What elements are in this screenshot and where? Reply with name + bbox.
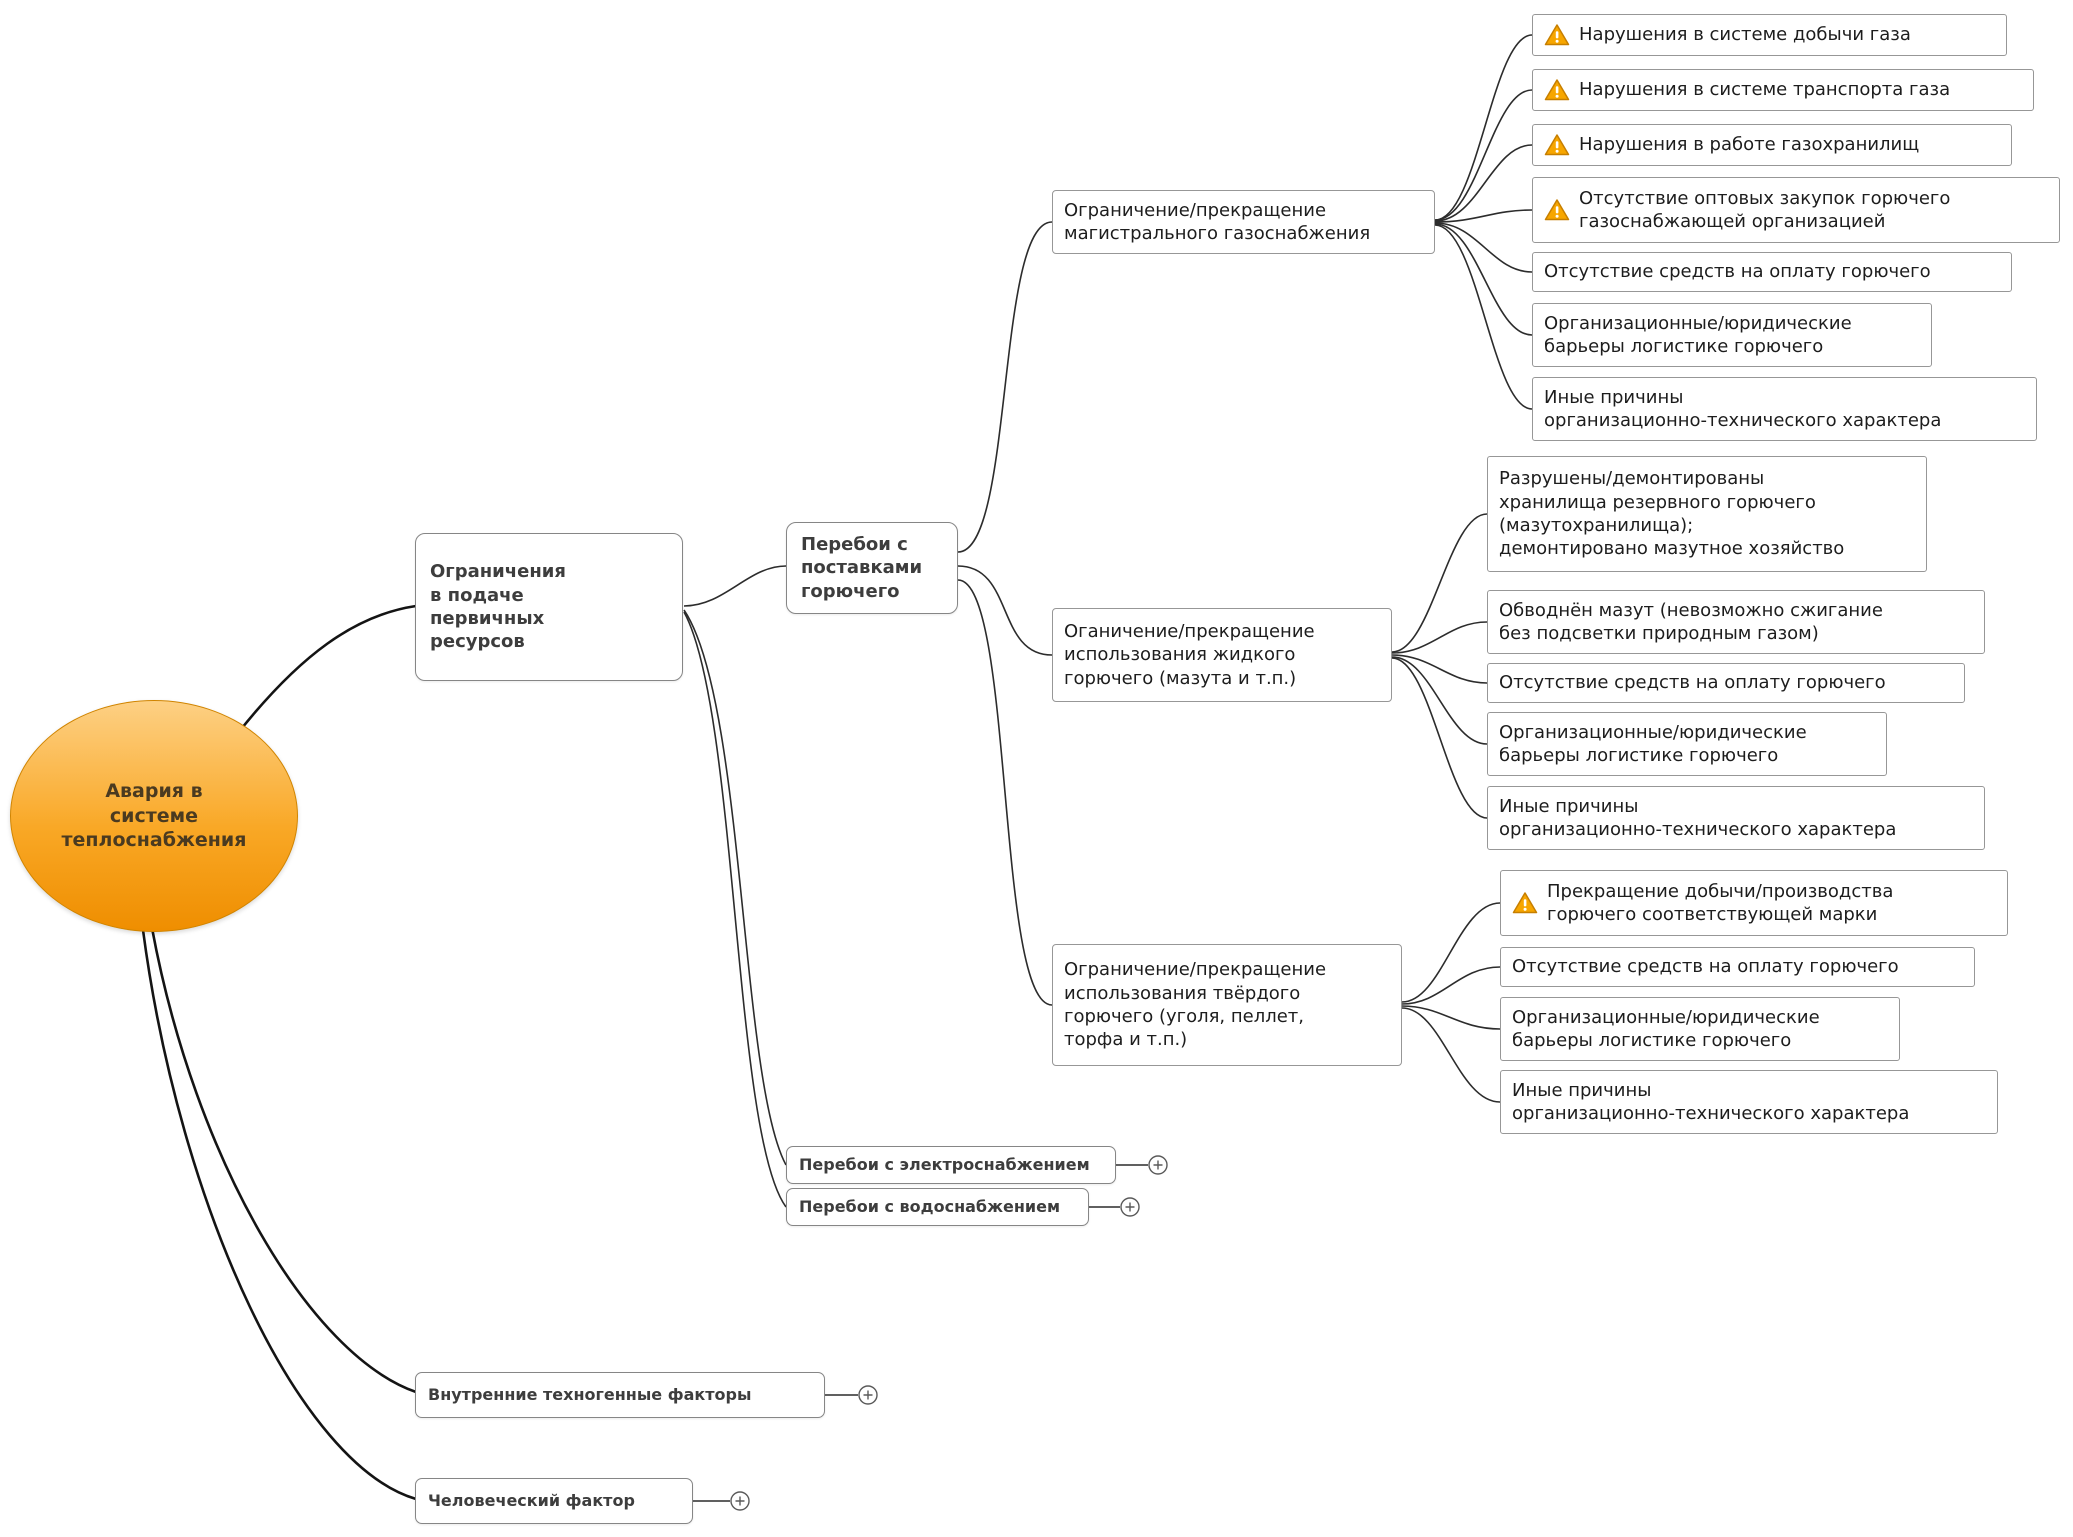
node-label: Перебои с водоснабжением (799, 1196, 1061, 1216)
leaf-no-wholesale-purchases[interactable]: Отсутствие оптовых закупок горючего газо… (1532, 177, 2060, 243)
node-technogenic-factors[interactable]: Внутренние техногенные факторы (415, 1372, 825, 1418)
leaf-liquid-no-funds[interactable]: Отсутствие средств на оплату горючего (1487, 663, 1965, 703)
leaf-liquid-storage-demolished[interactable]: Разрушены/демонтированы хранилища резерв… (1487, 456, 1927, 572)
node-liquid-fuel-restriction[interactable]: Оганичение/прекращение использования жид… (1052, 608, 1392, 702)
warning-icon (1512, 891, 1538, 915)
node-label: Нарушения в системе добычи газа (1579, 24, 1911, 46)
warning-icon (1544, 78, 1570, 102)
node-electricity-supply[interactable]: Перебои с электроснабжением (786, 1146, 1116, 1184)
leaf-liquid-legal-barriers[interactable]: Организационные/юридические барьеры логи… (1487, 712, 1887, 776)
node-label: Перебои с поставками горючего (801, 534, 923, 602)
node-label: Иные причины организационно-технического… (1512, 1079, 1910, 1124)
leaf-gas-legal-barriers[interactable]: Организационные/юридические барьеры логи… (1532, 303, 1932, 367)
node-label: Нарушения в системе транспорта газа (1579, 79, 1951, 101)
leaf-solid-no-funds[interactable]: Отсутствие средств на оплату горючего (1500, 947, 1975, 987)
node-label: Внутренние техногенные факторы (428, 1384, 752, 1404)
node-fuel-supply[interactable]: Перебои с поставками горючего (786, 522, 958, 615)
warning-icon (1544, 23, 1570, 47)
node-label: Оганичение/прекращение использования жид… (1064, 620, 1315, 689)
leaf-gas-other-causes[interactable]: Иные причины организационно-технического… (1532, 377, 2037, 441)
node-label: Отсутствие средств на оплату горючего (1499, 672, 1886, 694)
leaf-solid-legal-barriers[interactable]: Организационные/юридические барьеры логи… (1500, 997, 1900, 1061)
node-label: Нарушения в работе газохранилищ (1579, 134, 1920, 156)
leaf-gas-production-violations[interactable]: Нарушения в системе добычи газа (1532, 14, 2007, 56)
node-label: Иные причины организационно-технического… (1499, 795, 1897, 840)
node-label: Ограничения в подаче первичных ресурсов (430, 561, 566, 653)
node-label: Перебои с электроснабжением (799, 1154, 1090, 1174)
node-root[interactable]: Авария в системе теплоснабжения (10, 700, 298, 932)
node-label: Ограничение/прекращение магистрального г… (1064, 199, 1371, 244)
node-label: Отсутствие средств на оплату горючего (1544, 261, 1931, 283)
node-label: Организационные/юридические барьеры логи… (1499, 721, 1807, 766)
node-label: Обводнён мазут (невозможно сжигание без … (1499, 599, 1883, 644)
node-label: Ограничение/прекращение использования тв… (1064, 959, 1327, 1051)
expand-plus-icon[interactable] (1120, 1197, 1140, 1217)
warning-icon (1544, 198, 1570, 222)
node-water-supply[interactable]: Перебои с водоснабжением (786, 1188, 1089, 1226)
node-label: Разрушены/демонтированы хранилища резерв… (1499, 468, 1845, 560)
expand-plus-icon[interactable] (730, 1491, 750, 1511)
leaf-gas-transport-violations[interactable]: Нарушения в системе транспорта газа (1532, 69, 2034, 111)
node-label: Отсутствие оптовых закупок горючего газо… (1579, 187, 1951, 232)
leaf-liquid-watered-mazut[interactable]: Обводнён мазут (невозможно сжигание без … (1487, 590, 1985, 654)
node-human-factor[interactable]: Человеческий фактор (415, 1478, 693, 1524)
expand-plus-icon[interactable] (1148, 1155, 1168, 1175)
node-label: Отсутствие средств на оплату горючего (1512, 956, 1899, 978)
node-label: Иные причины организационно-технического… (1544, 386, 1942, 431)
expand-plus-icon[interactable] (858, 1385, 878, 1405)
node-label: Прекращение добычи/производства горючего… (1547, 880, 1894, 925)
leaf-liquid-other-causes[interactable]: Иные причины организационно-технического… (1487, 786, 1985, 850)
node-label: Человеческий фактор (428, 1490, 635, 1510)
node-label: Организационные/юридические барьеры логи… (1544, 312, 1852, 357)
node-gas-restriction[interactable]: Ограничение/прекращение магистрального г… (1052, 190, 1435, 254)
node-primary-resources[interactable]: Ограничения в подаче первичных ресурсов (415, 533, 683, 681)
leaf-gas-storage-violations[interactable]: Нарушения в работе газохранилищ (1532, 124, 2012, 166)
leaf-solid-production-stopped[interactable]: Прекращение добычи/производства горючего… (1500, 870, 2008, 936)
leaf-gas-no-funds[interactable]: Отсутствие средств на оплату горючего (1532, 252, 2012, 292)
leaf-solid-other-causes[interactable]: Иные причины организационно-технического… (1500, 1070, 1998, 1134)
node-label: Организационные/юридические барьеры логи… (1512, 1006, 1820, 1051)
node-solid-fuel-restriction[interactable]: Ограничение/прекращение использования тв… (1052, 944, 1402, 1066)
warning-icon (1544, 133, 1570, 157)
root-label: Авария в системе теплоснабжения (61, 779, 247, 852)
